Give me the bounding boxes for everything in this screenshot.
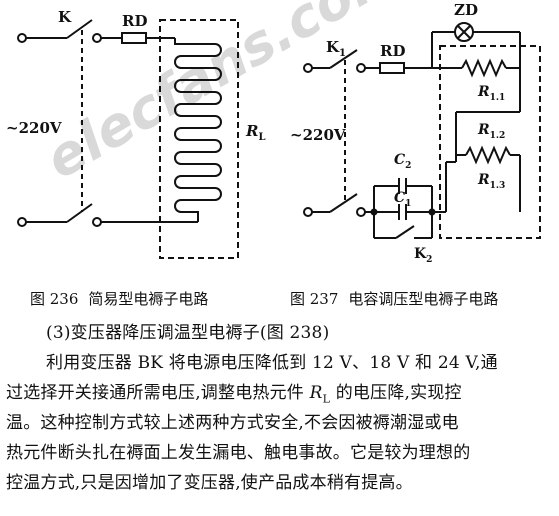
line2-end: 的电压降,实现控 <box>330 383 462 403</box>
fig237-r13-label: R1.3 <box>477 172 505 191</box>
fig237-switch-blade-bottom <box>329 193 358 213</box>
watermark: elecfans.com <box>35 0 413 191</box>
fig236-terminal-top <box>17 33 27 43</box>
fig236-voltage-label: ~220V <box>6 119 62 137</box>
paragraph-line-5: 控温方式,只是因增加了变压器,使产品成本稍有提高。 <box>6 473 413 493</box>
fig236-switch-blade-bottom <box>66 203 93 223</box>
circuit-diagrams: elecfans.com K RD ~220V RL <box>6 0 541 308</box>
paragraph-line-4: 热元件断头扎在褥面上发生漏电、触电事故。它是较为理想的 <box>6 443 471 463</box>
fig237-heater-box <box>439 45 541 239</box>
line2-symbol: R <box>309 383 323 403</box>
fig237-voltage-label: ~220V <box>290 126 346 144</box>
fig236-fuse-label: RD <box>122 12 147 30</box>
fig236-switch-label: K <box>58 8 72 26</box>
fig237-r12-label: R1.2 <box>477 122 505 141</box>
fig237-lamp-label: ZD <box>454 1 478 19</box>
fig236-load-label: RL <box>245 122 266 143</box>
fig236-switch-blade-top <box>66 19 93 39</box>
fig237-terminal-bottom <box>303 207 313 217</box>
fig236-circuit <box>17 19 239 259</box>
fig236-terminal-bottom <box>17 217 27 227</box>
section-heading: (3)变压器降压调温型电褥子(图 238) <box>46 323 330 343</box>
fig237-switch-label: K1 <box>326 38 346 59</box>
paragraph-line-3: 温。这种控制方式较上述两种方式安全,不会因被褥潮湿或电 <box>6 413 459 433</box>
line2-subscript: L <box>322 392 331 406</box>
line2-start: 过选择开关接通所需电压,调整电热元件 <box>6 383 310 403</box>
fig236-heater-box <box>159 19 239 259</box>
fig237-switch-blade-top <box>329 49 358 69</box>
fig237-cap2-label: C2 <box>394 152 411 171</box>
fig237-fuse <box>379 62 405 74</box>
fig237-fuse-label: RD <box>380 42 405 60</box>
fig236-heating-element <box>174 38 222 222</box>
fig237-resistor-r12 <box>465 145 511 165</box>
paragraph-line-2: 过选择开关接通所需电压,调整电热元件 RL 的电压降,实现控 <box>6 378 553 414</box>
fig237-terminal-top <box>303 63 313 73</box>
fig237-k2-switch <box>395 225 415 239</box>
fig237-cap1-label: C1 <box>394 190 411 209</box>
fig237-r11-label: R1.1 <box>477 84 505 103</box>
paragraph-line-1: 利用变压器 BK 将电源电压降低到 12 V、18 V 和 24 V,通 <box>46 353 498 373</box>
fig237-resistor-r11 <box>461 58 507 78</box>
fig236-fuse <box>121 32 147 44</box>
fig237-k2-label: K2 <box>414 246 432 265</box>
fig237-circuit <box>303 22 541 239</box>
